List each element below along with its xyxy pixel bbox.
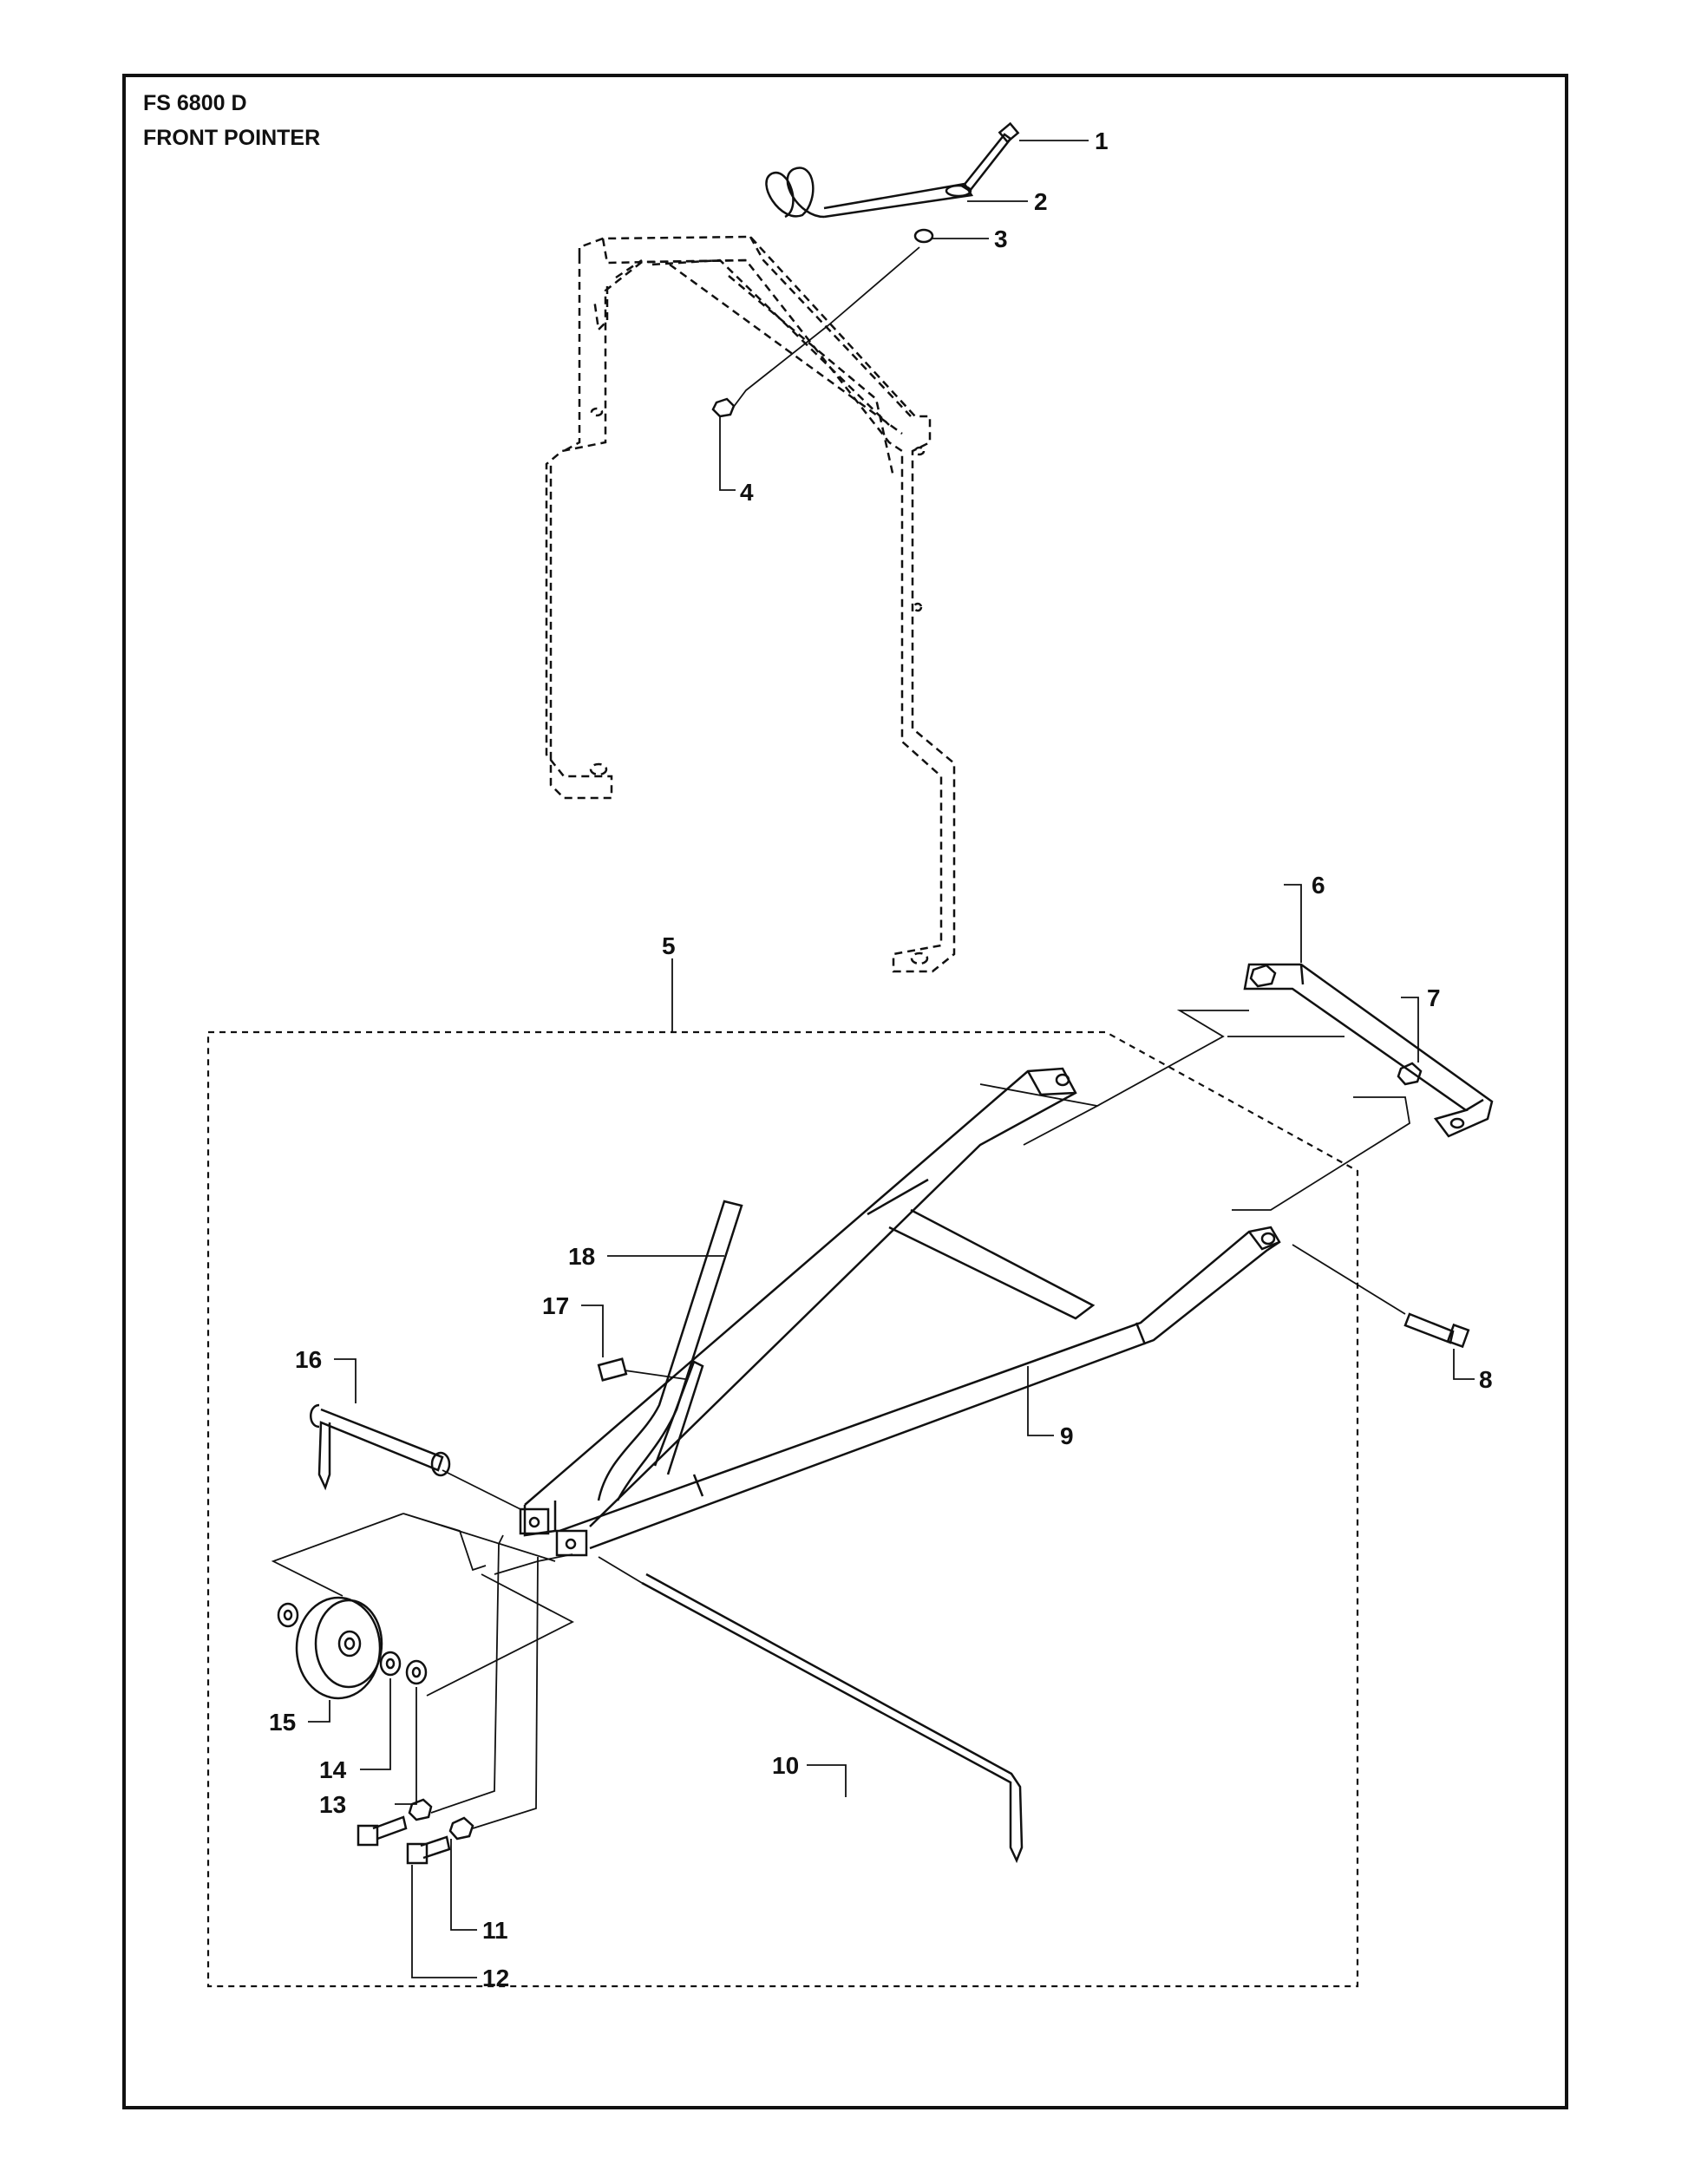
diagram-assembly-title: FRONT POINTER: [143, 126, 321, 150]
callout-1: 1: [1095, 128, 1109, 154]
bolt-1: [961, 121, 1020, 193]
callout-3: 3: [994, 226, 1008, 252]
callout-8: 8: [1479, 1366, 1493, 1393]
assembly-lines-upper: [732, 246, 920, 409]
handle-frame-outline: [545, 235, 956, 973]
callout-leaders: [308, 140, 1475, 1978]
wheel-washers: [277, 1602, 428, 1685]
diagram-model-title: FS 6800 D: [143, 91, 247, 115]
callout-16: 16: [295, 1346, 322, 1373]
pin-10: [641, 1573, 1024, 1864]
bolt-8: [1403, 1312, 1470, 1349]
callout-18: 18: [568, 1243, 595, 1270]
assembly-box-5: [206, 1030, 1359, 1988]
callout-10: 10: [772, 1752, 799, 1779]
callout-9: 9: [1060, 1422, 1074, 1449]
assembly-lines-lower: [271, 1010, 1410, 1829]
callout-13: 13: [319, 1791, 346, 1818]
callout-17: 17: [542, 1292, 569, 1319]
nut-4: [711, 397, 736, 418]
callout-7: 7: [1427, 984, 1441, 1011]
callout-5: 5: [662, 932, 676, 959]
callout-labels: 1 2 3 4 5 6 7 8 9 10 11 12 13 14 15 16 1…: [269, 128, 1493, 1991]
spring-pin: [765, 167, 974, 219]
callout-2: 2: [1034, 188, 1048, 215]
clip: [597, 1357, 628, 1382]
pin-16: [310, 1403, 451, 1491]
callout-6: 6: [1312, 872, 1325, 899]
callout-4: 4: [740, 479, 754, 506]
page-border: [122, 74, 1568, 2109]
nut-7: [1397, 1062, 1423, 1086]
a-frame: [519, 1067, 1281, 1557]
washer-3: [913, 228, 934, 244]
lever: [597, 1200, 743, 1501]
bolts-nuts-11-12: [357, 1798, 474, 1865]
callout-15: 15: [269, 1709, 296, 1736]
callout-12: 12: [482, 1965, 509, 1991]
callout-14: 14: [319, 1756, 347, 1783]
hitch-bracket: [1243, 963, 1494, 1138]
wheel: [295, 1596, 383, 1700]
callout-11: 11: [482, 1917, 508, 1944]
